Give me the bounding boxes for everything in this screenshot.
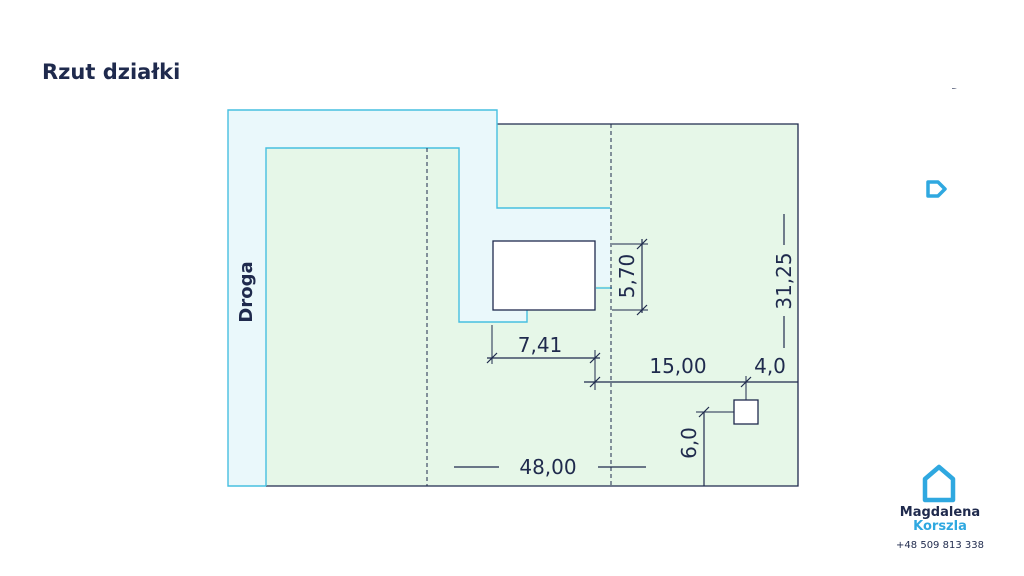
dim-741-tick-right	[589, 352, 601, 364]
dim-4800-label: 48,00	[519, 455, 576, 479]
road-outer-edge	[227, 109, 610, 487]
road-inner-edge	[265, 147, 528, 486]
dim-741-tick-left	[486, 352, 498, 364]
agent-first-name: Magdalena	[899, 505, 981, 520]
dim-741-label: 7,41	[518, 333, 563, 357]
home-brand-logo: home	[926, 88, 962, 198]
dim-3125-label: 31,25	[772, 252, 796, 309]
agent-phone: +48 509 813 338	[896, 540, 984, 551]
dim-570-tick-top	[636, 238, 648, 250]
dim-570-tick-bottom	[636, 304, 648, 316]
agent-last-name: Korszla	[913, 519, 967, 534]
dim-60-tick	[698, 406, 710, 418]
home-icon	[926, 180, 947, 198]
plot-boundary	[266, 123, 799, 487]
dim-40-label: 4,0	[754, 354, 786, 378]
agent-contact: Magdalena Korszla +48 509 813 338	[880, 462, 1000, 551]
dim-1500-label: 15,00	[649, 354, 706, 378]
house-logo-icon	[922, 464, 956, 503]
dim-1500-tick-left	[589, 376, 601, 388]
page-title: Rzut działki	[42, 60, 181, 84]
small-building	[733, 399, 759, 425]
house-footprint	[492, 240, 596, 311]
road-label: Droga	[236, 261, 257, 322]
dim-60-label: 6,0	[677, 427, 701, 459]
dim-570-label: 5,70	[615, 254, 639, 299]
brand-name: home	[939, 88, 962, 90]
